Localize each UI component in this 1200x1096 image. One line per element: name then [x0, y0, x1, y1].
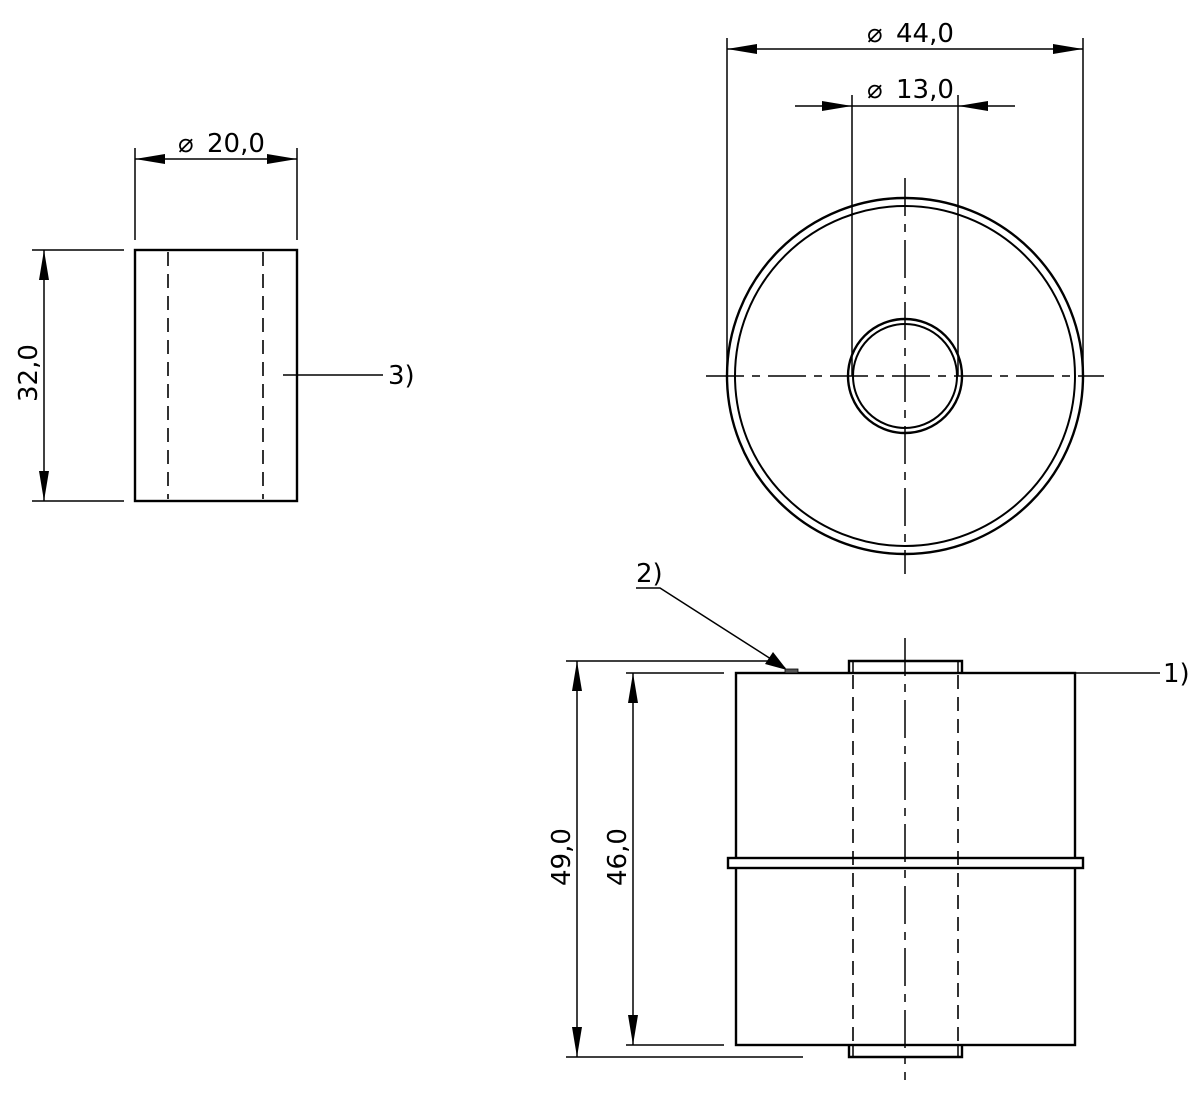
arrow-icon [135, 154, 165, 164]
arrow-icon [267, 154, 297, 164]
weld-marker [784, 668, 799, 674]
dimension-dia44: 44,0 [896, 19, 954, 49]
arrow-icon [1053, 44, 1083, 54]
top-view: ⌀ 44,0 ⌀ 13,0 [706, 19, 1104, 574]
arrow-icon [628, 673, 638, 703]
diameter-symbol: ⌀ [178, 129, 194, 159]
dimension-h46: 46,0 [603, 828, 633, 886]
arrow-icon [572, 1027, 582, 1057]
label-item-2: 2) [636, 559, 663, 589]
diameter-symbol: ⌀ [867, 19, 883, 49]
arrow-icon [628, 1015, 638, 1045]
dimension-h49: 49,0 [547, 828, 577, 886]
left-part-view: 3) ⌀ 20,0 32,0 [14, 129, 415, 503]
arrow-icon [822, 101, 852, 111]
front-view: 1) 2) 49,0 46,0 [547, 559, 1190, 1080]
arrow-icon [572, 661, 582, 691]
label-item-1: 1) [1163, 659, 1190, 689]
leader-line-2 [636, 587, 786, 669]
left-part-outline [133, 248, 299, 503]
dimension-dia13: 13,0 [896, 75, 954, 105]
diameter-symbol: ⌀ [867, 75, 883, 105]
dimension-dia20: 20,0 [207, 129, 265, 159]
arrow-icon [39, 471, 49, 501]
label-item-3: 3) [388, 361, 415, 391]
arrow-icon [727, 44, 757, 54]
arrow-icon [39, 250, 49, 280]
dimension-h32: 32,0 [14, 344, 44, 402]
arrow-icon [958, 101, 988, 111]
